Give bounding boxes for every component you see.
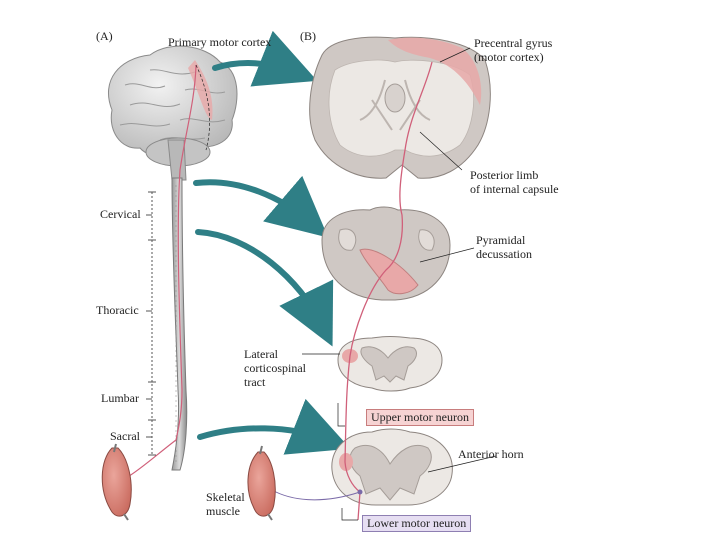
label-anterior-horn: Anterior horn [458, 447, 524, 461]
skeletal-muscle-b [247, 445, 276, 521]
label-lumbar: Lumbar [101, 391, 139, 405]
spinal-region-bracket [146, 191, 156, 456]
label-thoracic: Thoracic [96, 303, 139, 317]
label-posterior-limb: Posterior limb [470, 168, 539, 182]
label-muscle: muscle [206, 504, 240, 518]
cord-section-mid [337, 336, 443, 392]
panel-label-a: (A) [96, 29, 113, 43]
medulla-section [321, 206, 451, 301]
label-precentral-gyrus: Precentral gyrus [474, 36, 553, 50]
lower-motor-neuron-box: Lower motor neuron [362, 515, 472, 532]
cortex-leader-dashed [195, 64, 210, 151]
label-tract: tract [244, 375, 266, 389]
label-decussation: decussation [476, 247, 532, 261]
label-pyramidal: Pyramidal [476, 233, 526, 247]
label-sacral: Sacral [110, 429, 140, 443]
lmn-cell-body [357, 489, 363, 495]
skeletal-muscle-a [101, 443, 132, 521]
label-motor-cortex: (motor cortex) [474, 50, 544, 64]
label-corticospinal: corticospinal [244, 361, 306, 375]
panel-label-b: (B) [300, 29, 316, 43]
coronal-brain-section [309, 36, 491, 179]
label-cervical: Cervical [100, 207, 141, 221]
label-internal-capsule: of internal capsule [470, 182, 559, 196]
teal-arrows [193, 30, 351, 455]
descending-tract-line [125, 64, 197, 479]
cord-section-lumbar [331, 428, 453, 506]
label-primary-motor-cortex: Primary motor cortex [168, 35, 272, 49]
label-skeletal: Skeletal [206, 490, 245, 504]
upper-motor-neuron-box: Upper motor neuron [366, 409, 474, 426]
lower-motor-neuron-axon [271, 489, 361, 501]
pathway-line-b [344, 61, 433, 521]
leader-lines [302, 47, 497, 521]
brain-lateral-view [107, 45, 238, 181]
label-lateral: Lateral [244, 347, 278, 361]
